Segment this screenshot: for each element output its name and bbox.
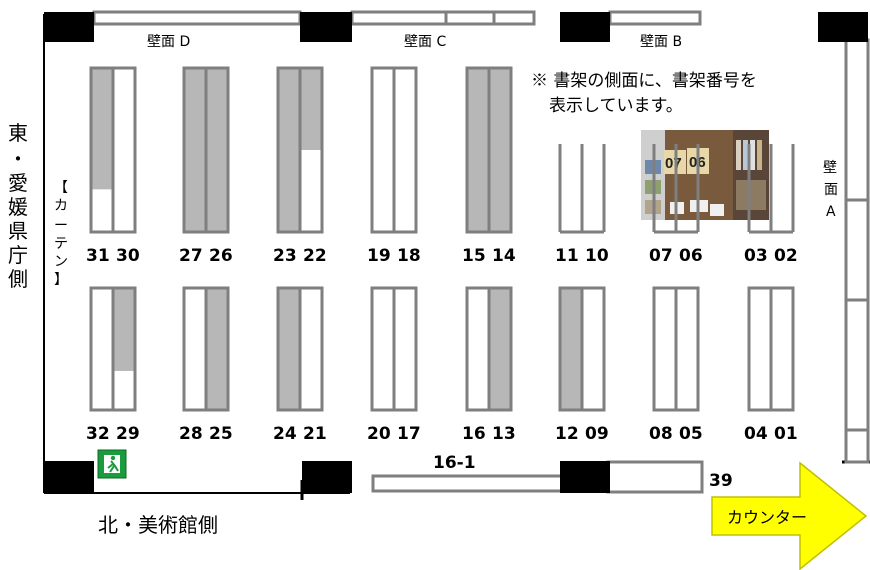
east-char: 東 [8,121,28,145]
shelf-number-28: 28 [179,424,203,444]
east-char: ・ [8,147,28,171]
shelf-fill [489,68,511,232]
curtain-char: テ [54,236,68,252]
shelf-number-18: 18 [397,246,421,266]
note-line-2: 表示しています。 [549,96,683,116]
wall-a-label-2: 面 [824,182,838,198]
east-char: 県 [8,219,28,243]
shelf-number-20: 20 [367,424,391,444]
curtain-char: ン [54,254,68,270]
pillars [44,12,868,493]
shelf-fill [278,68,300,232]
shelf-number-31: 31 [86,246,110,266]
shelf-number-23: 23 [273,246,297,266]
photo-label-07: 07 [665,155,682,172]
shelf-number-06: 06 [679,246,703,266]
shelves [89,66,795,412]
pillar [44,12,94,42]
shelf-number-15: 15 [462,246,486,266]
shelf-number-24: 24 [273,424,297,444]
shelf-fill [278,288,300,410]
wall-a-label-1: 壁 [823,160,837,176]
note-line-1: ※ 書架の側面に、書架番号を [531,71,757,91]
pillar [44,461,94,493]
emergency-exit-icon [97,449,127,479]
curtain-char: カ [54,198,68,214]
shelf-fill [184,68,206,232]
east-char: 愛 [8,171,28,195]
curtain-char: 】 [54,272,68,288]
shelf-number-10: 10 [585,246,609,266]
shelf-16-1-label: 16-1 [433,453,476,473]
shelf-number-16: 16 [462,424,486,444]
wall-d-label: 壁面 D [147,34,190,50]
counter-arrow: カウンター [711,461,868,570]
shelf-number-22: 22 [303,246,327,266]
shelf-number-03: 03 [744,246,768,266]
shelf-number-07: 07 [649,246,673,266]
wall-c-label: 壁面 C [404,34,446,50]
shelf-16-1 [371,474,565,493]
shelf-39 [606,460,704,494]
shelf-number-32: 32 [86,424,110,444]
shelf-number-01: 01 [774,424,798,444]
shelf-number-21: 21 [303,424,327,444]
shelf-number-04: 04 [744,424,768,444]
north-side-label: 北・美術館側 [98,513,218,537]
shelf-number-12: 12 [555,424,579,444]
shelf-number-11: 11 [555,246,579,266]
shelf-fill [206,288,228,410]
pillar [560,12,610,42]
shelf-number-30: 30 [116,246,140,266]
shelf-fill [300,68,322,150]
shelf-number-02: 02 [774,246,798,266]
wall-shelves-a [844,38,870,464]
shelf-number-27: 27 [179,246,203,266]
shelf-numbers: 31 30 27 26 23 22 19 18 15 14 11 10 07 06 03 02 32 29 28 25… [86,246,798,444]
shelf-fill [206,68,228,232]
east-side-label: 東 ・ 愛 媛 県 庁 側 [8,121,28,291]
shelf-number-25: 25 [209,424,233,444]
shelf-fill [489,288,511,410]
shelf-fill [113,288,135,371]
pillar [818,12,868,42]
pillar [300,12,352,42]
shelf-number-13: 13 [492,424,516,444]
shelf-39-label: 39 [709,471,733,491]
curtain-char: 【 [54,180,68,196]
shelf-fill [91,68,113,190]
shelf-number-09: 09 [585,424,609,444]
shelf-fill [560,288,582,410]
pillar [560,461,610,493]
shelf-number-14: 14 [492,246,516,266]
shelf-number-26: 26 [209,246,233,266]
shelf-number-19: 19 [367,246,391,266]
shelf-number-05: 05 [679,424,703,444]
shelf-number-29: 29 [116,424,140,444]
pillar [302,461,352,493]
east-char: 側 [8,267,28,291]
wall-a-label-3: A [826,204,836,220]
east-char: 庁 [8,243,28,267]
east-char: 媛 [8,195,28,219]
counter-label: カウンター [727,508,807,527]
curtain-label: 【 カ ー テ ン 】 [54,180,68,288]
shelf-fill [467,68,489,232]
bottom-wall-shelves [371,460,704,494]
shelf-number-08: 08 [649,424,673,444]
wall-b-label: 壁面 B [640,34,682,50]
curtain-char: ー [54,218,68,234]
shelf-number-17: 17 [397,424,421,444]
wall-shelves-top [92,10,702,26]
